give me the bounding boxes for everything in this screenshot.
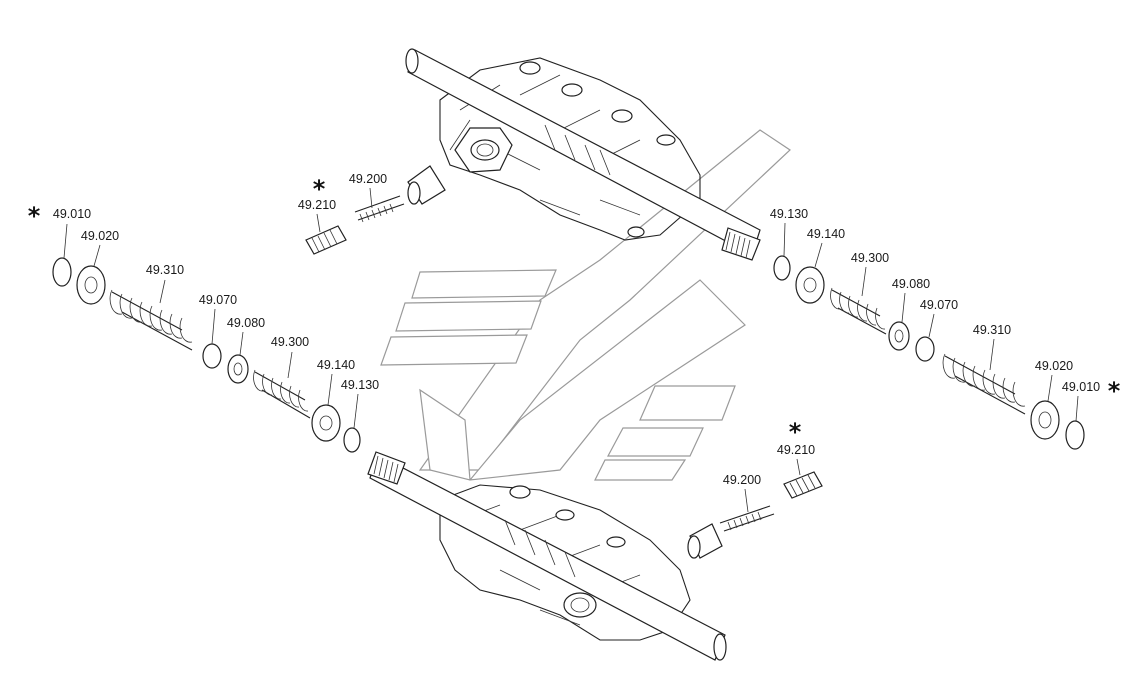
upper-plunger-assembly [305,165,446,255]
left-small-spring [253,369,311,419]
upper-shaft [405,48,761,261]
part-callout-49.130: 49.130 [341,378,379,392]
asterisk-marker: * [789,418,802,446]
leader-lines [63,187,1079,513]
watermark-logo [380,129,791,481]
asterisk-marker: * [28,202,41,230]
asterisk-marker: * [313,175,326,203]
part-callout-49.010: 49.010 [53,207,91,221]
right-exploded-stack [773,255,1085,450]
part-callout-49.210: 49.210 [298,198,336,212]
part-callout-49.020: 49.020 [1035,359,1073,373]
callout-labels: 49.01049.02049.31049.07049.08049.30049.1… [53,172,1100,487]
part-callout-49.080: 49.080 [892,277,930,291]
part-callout-49.210: 49.210 [777,443,815,457]
part-callout-49.310: 49.310 [973,323,1011,337]
right-large-spring [942,353,1026,415]
asterisk-marker: * [1108,377,1121,405]
part-callout-49.200: 49.200 [723,473,761,487]
left-large-spring [109,289,193,351]
part-callout-49.080: 49.080 [227,316,265,330]
part-callout-49.070: 49.070 [920,298,958,312]
part-callout-49.140: 49.140 [807,227,845,241]
part-callout-49.300: 49.300 [851,251,889,265]
part-callout-49.020: 49.020 [81,229,119,243]
lower-shaft [367,451,727,661]
lower-plunger-assembly [687,471,823,559]
right-small-spring [830,287,887,335]
part-callout-49.300: 49.300 [271,335,309,349]
left-exploded-stack [52,257,361,453]
part-callout-49.200: 49.200 [349,172,387,186]
part-callout-49.010: 49.010 [1062,380,1100,394]
part-callout-49.130: 49.130 [770,207,808,221]
asterisk-markers: * * * * [28,175,1121,446]
part-callout-49.310: 49.310 [146,263,184,277]
upper-valve-housing [439,57,701,241]
part-callout-49.140: 49.140 [317,358,355,372]
part-callout-49.070: 49.070 [199,293,237,307]
